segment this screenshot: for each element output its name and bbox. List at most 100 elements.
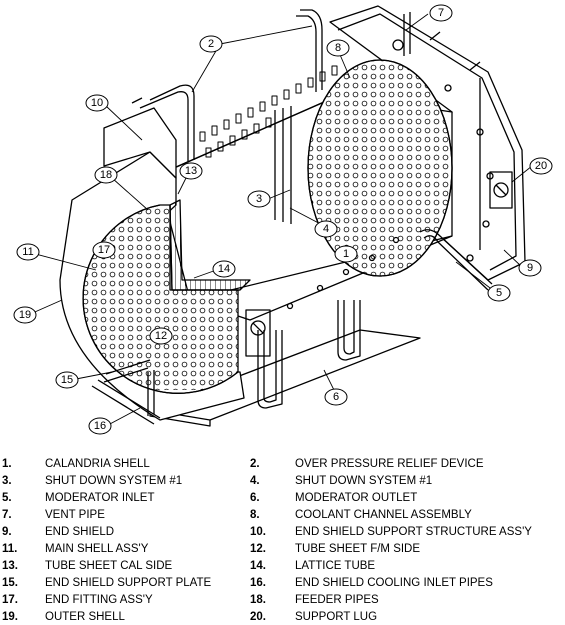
callout-label-15: 15 [61,374,73,386]
legend-row: 19. OUTER SHELL 20. SUPPORT LUG [0,609,565,625]
legend-label: END SHIELD SUPPORT STRUCTURE ASS'Y [295,526,532,538]
callout-label-16: 16 [94,420,106,432]
vent-pipe [403,12,411,56]
moderator-inlet [419,229,493,291]
callout-9 [518,259,542,277]
callout-label-2: 2 [208,38,214,50]
legend-label: OUTER SHELL [45,611,125,623]
legend-number: 10. [250,526,266,538]
callout-4 [314,220,338,238]
legend-row: 9. END SHIELD 10. END SHIELD SUPPORT STR… [0,524,565,540]
legend-row: 7. VENT PIPE 8. COOLANT CHANNEL ASSEMBLY [0,507,565,523]
legend-number: 17. [2,594,18,606]
callout-label-14: 14 [218,263,230,275]
lattice-tubes [169,199,251,291]
legend-row: 5. MODERATOR INLET 6. MODERATOR OUTLET [0,490,565,506]
legend-label: LATTICE TUBE [295,560,376,572]
legend-label: SHUT DOWN SYSTEM #1 [45,475,183,487]
legend-row: 13. TUBE SHEET CAL SIDE 14. LATTICE TUBE [0,558,565,574]
callout-12 [149,327,173,345]
legend-label: SHUT DOWN SYSTEM #1 [295,475,433,487]
legend-number: 15. [2,577,18,589]
legend-label: MODERATOR OUTLET [295,492,418,504]
legend-label: SUPPORT LUG [295,611,378,623]
legend-label: VENT PIPE [45,509,105,521]
legend-label: TUBE SHEET F/M SIDE [295,543,421,555]
legend-number: 7. [2,509,12,521]
legend-label: CALANDRIA SHELL [45,458,150,470]
callout-label-5: 5 [496,287,502,299]
legend-number: 20. [250,611,266,623]
legend-number: 9. [2,526,12,538]
relief-pipes [131,9,323,162]
callout-7 [429,4,453,22]
callout-label-13: 13 [185,165,197,177]
callout-label-20: 20 [535,160,547,172]
legend-number: 19. [2,611,18,623]
moderator-outlet [257,300,361,409]
callout-18 [94,166,118,184]
legend-number: 13. [2,560,18,572]
legend-label: MODERATOR INLET [45,492,155,504]
callout-label-8: 8 [335,42,341,54]
legend-label: END SHIELD [45,526,115,538]
callout-20 [529,157,553,175]
legend-number: 12. [250,543,266,555]
tube-sheet-front [82,204,239,394]
callout-14 [212,260,236,278]
callout-11 [16,243,40,261]
legend-number: 5. [2,492,12,504]
callout-6 [324,388,348,406]
legend-number: 16. [250,577,266,589]
calandria-cutaway-diagram: 1 2 3 4 5 6 7 8 9 10 11 12 13 14 15 16 1… [13,4,553,435]
legend-number: 8. [250,509,260,521]
legend-number: 2. [250,458,260,470]
callout-17 [92,241,116,259]
callout-label-7: 7 [438,7,444,19]
legend-number: 3. [2,475,12,487]
legend-label: MAIN SHELL ASS'Y [45,543,149,555]
callout-1 [334,245,358,263]
callout-label-1: 1 [343,248,349,260]
callout-label-4: 4 [323,223,329,235]
callout-label-10: 10 [91,97,103,109]
tube-sheet-rear [307,59,453,277]
callout-16 [88,417,112,435]
callout-5 [487,284,511,302]
legend-number: 4. [250,475,260,487]
callout-label-18: 18 [100,169,112,181]
sds-rods [274,106,292,224]
support-lug-front [245,309,271,357]
callout-label-19: 19 [19,309,31,321]
shell-ports [286,236,400,310]
legend-number: 14. [250,560,266,572]
callout-19 [13,306,37,324]
legend-row: 17. END FITTING ASS'Y 18. FEEDER PIPES [0,592,565,608]
feeder-pipes [147,370,155,416]
callout-label-3: 3 [256,193,262,205]
legend-number: 18. [250,594,266,606]
callout-label-17: 17 [98,244,110,256]
callout-3 [247,190,271,208]
legend-number: 11. [2,543,18,555]
support-lug-right [489,171,513,209]
legend-number: 6. [250,492,260,504]
callout-8 [326,39,350,57]
legend-row: 11. MAIN SHELL ASS'Y 12. TUBE SHEET F/M … [0,541,565,557]
cooling-inlet-pipes [91,359,161,425]
legend-row: 15. END SHIELD SUPPORT PLATE 16. END SHI… [0,575,565,591]
callout-label-12: 12 [155,330,167,342]
callout-label-6: 6 [333,391,339,403]
legend-label: FEEDER PIPES [295,594,379,606]
legend-label: OVER PRESSURE RELIEF DEVICE [295,458,484,470]
callout-15 [55,371,79,389]
callout-10 [85,94,109,112]
callout-label-11: 11 [22,246,33,258]
legend-number: 1. [2,458,12,470]
legend-label: END FITTING ASS'Y [45,594,153,606]
legend-row: 3. SHUT DOWN SYSTEM #1 4. SHUT DOWN SYST… [0,473,565,489]
base-plate [149,329,421,421]
legend-label: TUBE SHEET CAL SIDE [45,560,173,572]
legend-label: END SHIELD SUPPORT PLATE [45,577,212,589]
legend-label: END SHIELD COOLING INLET PIPES [295,577,493,589]
